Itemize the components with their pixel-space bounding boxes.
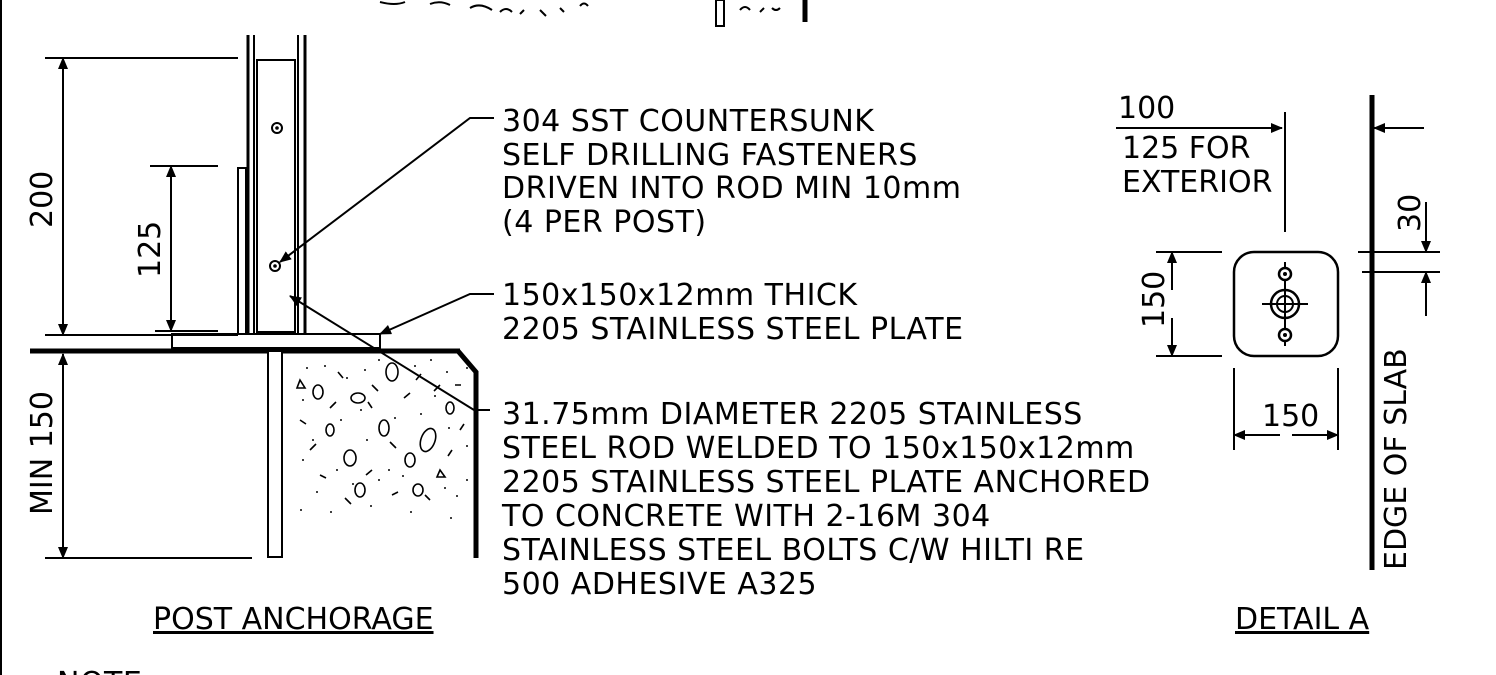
slab-edge [456, 349, 479, 558]
dim-150-horizontal-label: 150 [1262, 399, 1319, 434]
note-line: 2205 STAINLESS STEEL PLATE [502, 312, 964, 347]
dim-100-label: 100 [1118, 91, 1175, 126]
leader-fasteners [279, 117, 494, 263]
leader-plate [379, 293, 494, 335]
leader-rod [289, 295, 490, 411]
note-line: 150x150x12mm THICK [502, 278, 858, 313]
note-line: 31.75mm DIAMETER 2205 STAINLESS [502, 397, 1083, 432]
dim-150-vertical-label: 150 [1137, 271, 1172, 328]
base-plate [171, 333, 381, 349]
detail-a-title: DETAIL A [1235, 602, 1370, 637]
note-line: SELF DRILLING FASTENERS [502, 138, 918, 173]
dim-30-label: 30 [1393, 194, 1428, 232]
dimension-min-150 [45, 353, 252, 559]
anchor-rod [267, 350, 283, 558]
dim-200-label: 200 [25, 171, 60, 228]
note-plate: 150x150x12mm THICK 2205 STAINLESS STEEL … [502, 278, 964, 347]
dim-125-for-label: 125 FOR [1122, 131, 1251, 166]
dim-min-150-label: MIN 150 [25, 391, 60, 515]
detail-a-drawing [1116, 95, 1440, 570]
note-rod: 31.75mm DIAMETER 2205 STAINLESS STEEL RO… [501, 397, 1151, 602]
fastener-icon [269, 122, 283, 272]
post-anchorage-title: POST ANCHORAGE [153, 602, 434, 637]
note-line: 304 SST COUNTERSUNK [502, 104, 875, 139]
note-line: STEEL ROD WELDED TO 150x150x12mm [502, 431, 1135, 466]
note-line: 500 ADHESIVE A325 [502, 567, 817, 602]
note-line: TO CONCRETE WITH 2-16M 304 [501, 499, 991, 534]
edge-of-slab-label: EDGE OF SLAB [1379, 348, 1414, 570]
post-insert [256, 59, 296, 333]
note-line: DRIVEN INTO ROD MIN 10mm [502, 171, 961, 206]
previous-detail-fragment [379, 0, 808, 27]
bolt-icon [1277, 266, 1293, 343]
dim-exterior-label: EXTERIOR [1122, 165, 1272, 200]
note-line: STAINLESS STEEL BOLTS C/W HILTI RE [502, 533, 1085, 568]
post-flange [237, 167, 247, 335]
note-fasteners: 304 SST COUNTERSUNK SELF DRILLING FASTEN… [502, 104, 961, 240]
dimension-200 [45, 57, 238, 336]
note-line: 2205 STAINLESS STEEL PLATE ANCHORED [502, 465, 1151, 500]
post-anchorage-drawing [30, 35, 494, 559]
dimension-125 [150, 165, 218, 332]
dim-125-label: 125 [133, 221, 168, 278]
note-heading: NOTE [57, 666, 142, 675]
note-line: (4 PER POST) [502, 205, 707, 240]
concrete-hatch [295, 359, 468, 519]
